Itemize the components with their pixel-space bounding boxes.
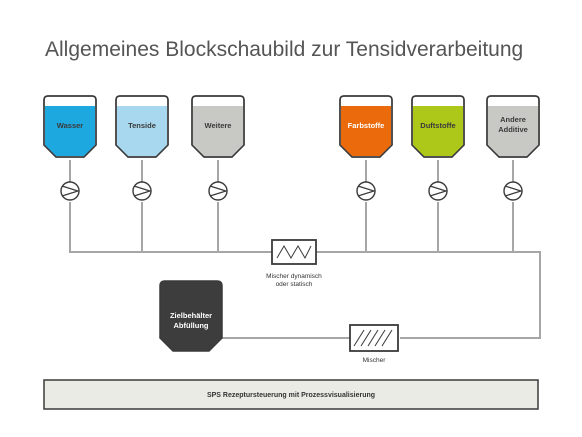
tank-label: Weitere xyxy=(205,121,232,130)
target-label-1: Zielbehälter xyxy=(170,311,212,320)
pump-icon xyxy=(208,181,229,201)
pipe-network xyxy=(69,160,541,339)
tank-label: Additive xyxy=(498,125,528,134)
tank-label: Wasser xyxy=(57,121,83,130)
pump-icon xyxy=(132,181,153,201)
main-pipe xyxy=(69,202,541,339)
tanks: Wasser Tenside Weitere Farbstoffe Duftstoffe… xyxy=(43,95,540,158)
tank-3: Weitere xyxy=(191,95,245,158)
tank-4: Farbstoffe xyxy=(339,95,393,158)
tank-1: Wasser xyxy=(43,95,97,158)
control-bar-label: SPS Rezeptursteuerung mit Prozessvisuali… xyxy=(207,392,375,399)
tank-label: Farbstoffe xyxy=(348,121,385,130)
tank-fill xyxy=(117,106,167,156)
tank-fill xyxy=(488,106,538,156)
mixer-bottom-label: Mischer xyxy=(363,357,387,364)
control-bar: SPS Rezeptursteuerung mit Prozessvisuali… xyxy=(43,379,539,410)
target-tank: Zielbehälter Abfüllung xyxy=(159,280,223,352)
pump-icon xyxy=(428,181,449,201)
tank-fill xyxy=(413,106,463,156)
tank-fill xyxy=(45,106,95,156)
tank-label: Andere xyxy=(500,115,526,124)
pumps xyxy=(60,181,524,201)
mixer-static: Mischer xyxy=(349,324,399,364)
tank-label: Tenside xyxy=(128,121,156,130)
tank-fill xyxy=(193,106,243,156)
tank-fill xyxy=(341,106,391,156)
pump-icon xyxy=(503,181,524,201)
mixer-top-label-1: Mischer dynamisch xyxy=(266,273,322,280)
pump-icon xyxy=(356,181,377,201)
tank-5: Duftstoffe xyxy=(411,95,465,158)
mixer-dynamic-static: Mischer dynamisch oder statisch xyxy=(266,239,322,288)
mixer-top-label-2: oder statisch xyxy=(276,281,313,288)
tank-2: Tenside xyxy=(115,95,169,158)
page-title: Allgemeines Blockschaubild zur Tensidver… xyxy=(45,38,523,61)
target-label-2: Abfüllung xyxy=(174,321,209,330)
tank-label: Duftstoffe xyxy=(420,121,455,130)
pump-icon xyxy=(60,181,81,201)
